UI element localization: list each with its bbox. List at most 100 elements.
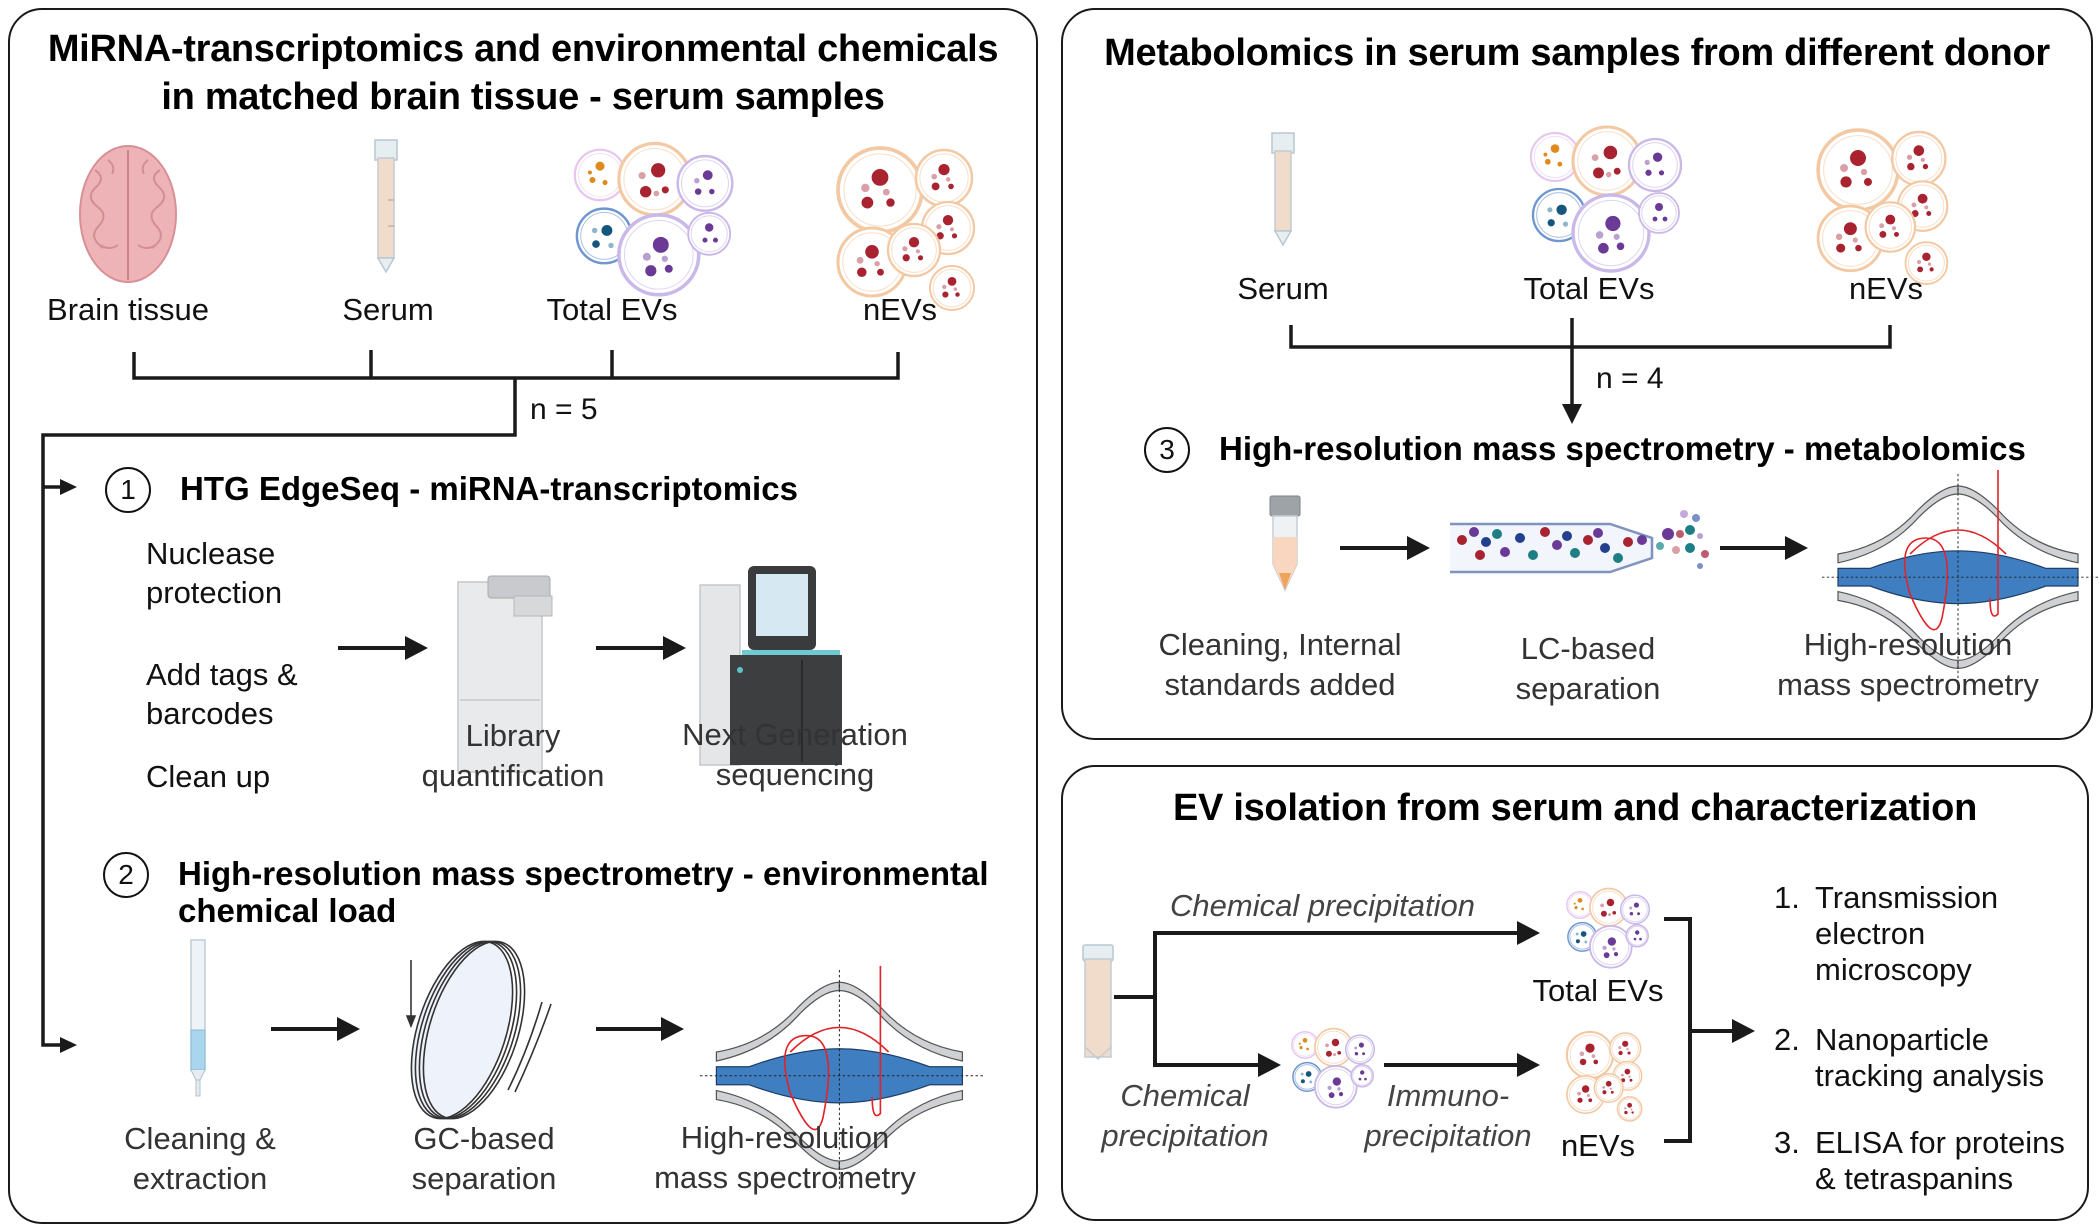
stage-cleaning-extraction-1: Cleaning & xyxy=(124,1121,276,1156)
vesicle xyxy=(1619,894,1651,925)
sample-label-nevs: nEVs xyxy=(1848,271,1924,306)
library-quantification-label-1: Library xyxy=(465,718,561,753)
char-item-2-line1: Nanoparticle xyxy=(1815,1022,1990,1057)
arrow-to-ngs xyxy=(596,636,686,660)
panel-top-right-title: Metabolomics in serum samples from diffe… xyxy=(1104,32,2050,74)
stage-lc-separation-1: LC-based xyxy=(1520,631,1656,666)
nevs-icon xyxy=(1565,1030,1643,1122)
vesicle xyxy=(1571,193,1651,273)
vesicle xyxy=(929,265,975,311)
step-number-1: 1 xyxy=(105,467,151,513)
bottom-path-label-immuno-1: Immuno- xyxy=(1386,1078,1510,1113)
char-item-1-num: 1. xyxy=(1774,880,1800,915)
vesicle xyxy=(1565,1030,1615,1080)
char-item-1-line3: microscopy xyxy=(1815,952,1972,987)
lc-column-icon xyxy=(1450,510,1709,574)
arrow-to-lc xyxy=(1340,536,1430,560)
vesicle xyxy=(1593,1072,1624,1104)
char-item-2-line2: tracking analysis xyxy=(1815,1058,2045,1093)
total-evs-label: Total EVs xyxy=(1532,973,1664,1008)
arrow-head-intermediate-evs xyxy=(1258,1053,1281,1077)
sample-label-serum: Serum xyxy=(1237,271,1329,306)
nevs-icon xyxy=(836,146,976,311)
char-item-1-line1: Transmission xyxy=(1815,880,1999,915)
stage-hrms-metab-2: mass spectrometry xyxy=(1777,667,2039,702)
arrow-to-ms-env xyxy=(596,1017,684,1041)
vesicle xyxy=(886,222,942,278)
vesicle xyxy=(617,213,701,297)
vesicle xyxy=(1350,1064,1374,1088)
serum-tube-icon xyxy=(1082,944,1114,1061)
arrow-head-nevs xyxy=(1517,1053,1540,1077)
step-number-3: 3 xyxy=(1144,427,1190,473)
stage-cleaning-internal-1: Cleaning, Internal xyxy=(1158,627,1402,662)
prep-step-nuclease: Nuclease xyxy=(146,536,276,571)
vesicle xyxy=(1864,201,1917,253)
total-evs-icon xyxy=(573,141,734,297)
step2-title-line2: chemical load xyxy=(178,892,397,929)
stage-lc-separation-2: separation xyxy=(1515,671,1661,706)
total-evs-icon xyxy=(1566,887,1651,969)
bottom-path-label-chemical-2: precipitation xyxy=(1101,1118,1269,1153)
vesicle xyxy=(1904,241,1949,285)
next-generation-sequencer-icon xyxy=(699,566,842,766)
stage-hrms-env-1: High-resolution xyxy=(680,1120,890,1155)
panel-bottom-right-title: EV isolation from serum and characteriza… xyxy=(1172,787,1977,829)
serum-tube-icon xyxy=(374,139,398,274)
arrow-head-step1 xyxy=(60,479,77,495)
ngs-label-2: sequencing xyxy=(715,757,875,792)
prep-step-barcodes: barcodes xyxy=(146,696,274,731)
n-label-top-right: n = 4 xyxy=(1596,362,1664,395)
step-number-2: 2 xyxy=(103,852,149,898)
orbitrap-mass-spectrometer-icon xyxy=(1822,469,2099,691)
vesicle xyxy=(676,154,734,212)
gc-column-coil-icon xyxy=(405,940,552,1120)
arrow-head-characterization xyxy=(1732,1019,1755,1043)
stage-hrms-metab-1: High-resolution xyxy=(1803,627,2013,662)
extraction-column-icon xyxy=(190,939,206,1097)
step1-title: HTG EdgeSeq - miRNA-transcriptomics xyxy=(180,470,798,507)
arrow-to-library-quant xyxy=(338,636,428,660)
vesicle xyxy=(1344,1034,1376,1065)
n-label-left: n = 5 xyxy=(530,393,598,426)
arrow-head-step2 xyxy=(60,1037,77,1053)
char-item-2-num: 2. xyxy=(1774,1022,1800,1057)
intermediate-evs-icon xyxy=(1291,1027,1376,1109)
vesicle xyxy=(1625,924,1649,948)
panel-left-title-line1: MiRNA-transcriptomics and environmental … xyxy=(47,28,999,70)
bottom-path-label-chemical-1: Chemical xyxy=(1120,1078,1250,1113)
sample-label-serum: Serum xyxy=(342,292,434,327)
stage-cleaning-extraction-2: extraction xyxy=(132,1161,268,1196)
vesicle xyxy=(687,211,732,256)
brain-icon xyxy=(79,145,177,283)
panel-left-title-line2: in matched brain tissue - serum samples xyxy=(161,76,885,118)
arrow-to-ms-metab xyxy=(1720,536,1808,560)
sample-label-brain-tissue: Brain tissue xyxy=(47,292,209,327)
char-item-1-line2: electron xyxy=(1815,916,1926,951)
vesicle xyxy=(1313,1064,1358,1109)
vesicle xyxy=(1616,1096,1643,1122)
arrow-head-step3 xyxy=(1562,404,1582,424)
step3-title: High-resolution mass spectrometry - meta… xyxy=(1219,430,2026,467)
sample-vial-icon xyxy=(1269,495,1301,592)
prep-step-protection: protection xyxy=(146,575,283,610)
top-path-label-chemical-precipitation: Chemical precipitation xyxy=(1170,888,1475,923)
stage-hrms-env-2: mass spectrometry xyxy=(654,1160,916,1195)
vesicle xyxy=(1588,924,1633,969)
arrow-to-gc xyxy=(271,1017,360,1041)
sample-label-total-evs: Total EVs xyxy=(1523,271,1655,306)
prep-step-add-tags: Add tags & xyxy=(146,657,298,692)
serum-tube-icon xyxy=(1271,132,1295,247)
library-quantification-label-2: quantification xyxy=(421,758,605,793)
sample-label-nevs: nEVs xyxy=(862,292,938,327)
step2-title-line1: High-resolution mass spectrometry - envi… xyxy=(178,855,989,892)
stage-gc-separation-2: separation xyxy=(411,1161,557,1196)
sample-label-total-evs: Total EVs xyxy=(546,292,678,327)
